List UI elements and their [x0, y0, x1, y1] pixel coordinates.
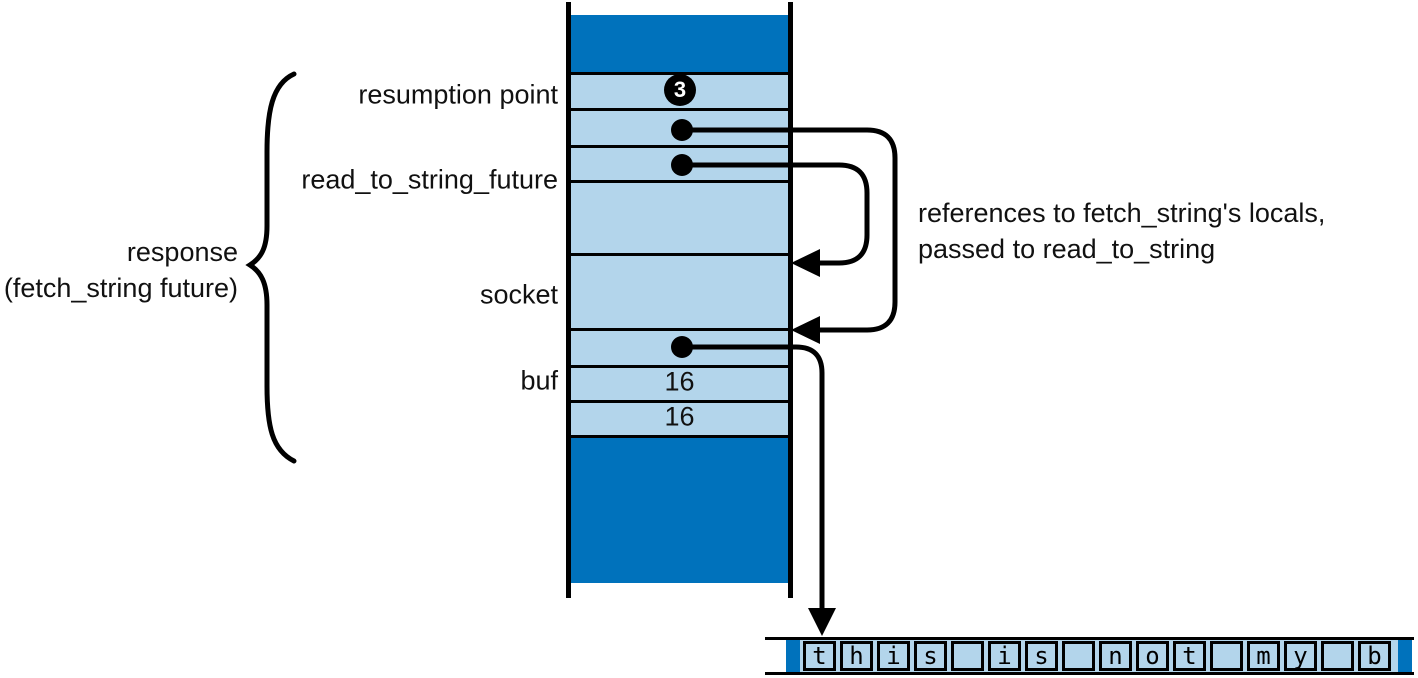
stack-left-rail	[566, 2, 571, 598]
references-annotation: references to fetch_string's locals, pas…	[918, 195, 1325, 267]
buffer-space-cell	[1321, 641, 1354, 671]
response-future-label: response (fetch_string future)	[4, 234, 238, 306]
buffer-char-cell: s	[914, 641, 947, 671]
marker-digit: 3	[673, 77, 687, 102]
buffer-char-cell: t	[803, 641, 836, 671]
buf-length-value: 16	[664, 366, 695, 397]
cell-line	[571, 328, 788, 331]
stack-right-rail	[788, 2, 793, 598]
buffer-char-cell: n	[1099, 641, 1132, 671]
buf-capacity-value: 16	[664, 401, 695, 432]
buffer-char-cell: m	[1247, 641, 1280, 671]
stack-bottom-used-region	[571, 435, 788, 583]
cell-line	[571, 108, 788, 111]
buffer-char-cell: h	[840, 641, 873, 671]
response-label-line2: (fetch_string future)	[3, 273, 238, 303]
buffer-char-cell: b	[1358, 641, 1391, 671]
buffer-char-cell: t	[1173, 641, 1206, 671]
label-buf: buf	[520, 365, 558, 396]
cell-line	[571, 435, 788, 438]
cell-line	[571, 365, 788, 368]
cell-line	[571, 253, 788, 256]
response-label-line1: response	[126, 237, 238, 267]
annotation-line2: passed to read_to_string	[918, 234, 1216, 264]
arrowhead-outer	[791, 316, 820, 344]
arrowhead-inner	[791, 249, 820, 277]
buffer-char-cell: s	[1025, 641, 1058, 671]
response-brace	[245, 71, 297, 464]
buffer-space-cell	[951, 641, 984, 671]
cell-line	[571, 180, 788, 183]
stack-top-used-region	[571, 15, 788, 72]
buffer-char-cell: y	[1284, 641, 1317, 671]
resumption-point-marker: 3	[664, 74, 696, 106]
buffer-char-cell: i	[988, 641, 1021, 671]
buffer-left-cap	[786, 640, 800, 672]
label-socket: socket	[479, 279, 558, 310]
cell-line	[571, 400, 788, 403]
buffer-space-cell	[1062, 641, 1095, 671]
buffer-space-cell	[1210, 641, 1243, 671]
arrowhead-buf	[808, 608, 836, 636]
buffer-char-cell: i	[877, 641, 910, 671]
label-read-to-string-future: read_to_string_future	[301, 164, 558, 195]
label-resumption-point: resumption point	[358, 79, 558, 110]
annotation-line1: references to fetch_string's locals,	[918, 198, 1326, 228]
buffer-top-line	[765, 637, 1414, 640]
buffer-right-cap	[1398, 640, 1412, 672]
cell-line	[571, 72, 788, 75]
buffer-char-cell: o	[1136, 641, 1169, 671]
buffer-bottom-line	[765, 672, 1414, 675]
cell-line	[571, 145, 788, 148]
